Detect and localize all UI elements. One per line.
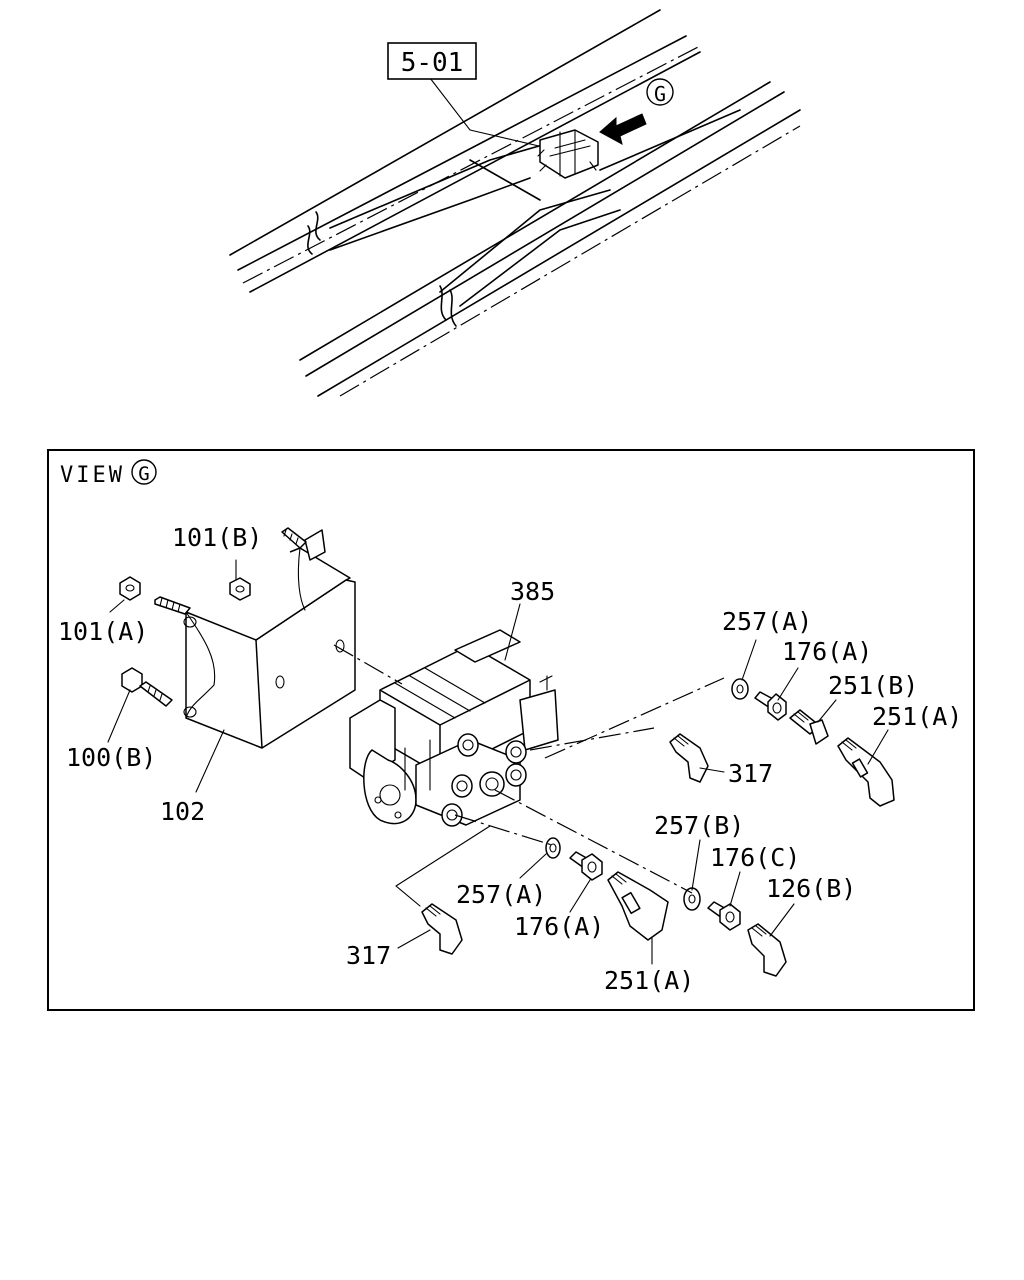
view-frame [47,449,975,1011]
fitting-251b [789,709,829,745]
view-marker-label: G [654,82,666,106]
washer-257a-bottom [545,837,561,859]
callout-385: 385 [510,577,555,606]
view-marker-circle [646,78,674,106]
callout-251a-bottom: 251(A) [604,966,694,995]
stud-top [281,527,307,549]
reference-box [387,42,477,80]
callout-257b: 257(B) [654,811,744,840]
bracket-102 [183,529,356,749]
connector-176a-top [754,691,787,721]
callout-317-left: 317 [346,941,391,970]
elbow-317-right [669,733,709,783]
callout-257a-bottom: 257(A) [456,880,546,909]
bolt-100b [121,667,173,707]
chassis-frame-overview: 5-01 G [229,9,801,397]
valve-overview [537,129,599,179]
leader-lines [107,559,889,965]
view-title: VIEW G [60,459,157,488]
valve-385 [349,629,559,827]
view-title-label: VIEW [60,463,125,488]
callout-251b: 251(B) [828,671,918,700]
connector-176c [707,901,741,931]
washer-257a-top [731,678,749,700]
view-title-marker-circle [131,459,157,485]
callout-102: 102 [160,797,205,826]
callout-126b: 126(B) [766,874,856,903]
callout-101b: 101(B) [172,523,262,552]
callout-176a-bottom: 176(A) [514,912,604,941]
elbow-126b [747,923,787,977]
elbow-251a-right [837,737,895,807]
callout-101a: 101(A) [58,617,148,646]
callout-317-right: 317 [728,759,773,788]
elbow-251a-bottom [607,871,669,941]
callout-176c: 176(C) [710,843,800,872]
callout-257a-top: 257(A) [722,607,812,636]
callout-251a-right: 251(A) [872,702,962,731]
bolt-101a [119,576,191,615]
callout-labels: 101(B) 101(A) 100(B) 102 385 257(A) 176(… [58,523,962,995]
view-arrow-icon [599,113,647,145]
washer-257b [683,887,701,911]
callout-100b: 100(B) [66,743,156,772]
reference-label: 5-01 [401,48,464,78]
nut-101b [229,577,251,601]
view-title-marker: G [138,463,149,485]
callout-176a-top: 176(A) [782,637,872,666]
elbow-317-left [421,903,463,955]
connector-176a-bottom [569,851,603,881]
